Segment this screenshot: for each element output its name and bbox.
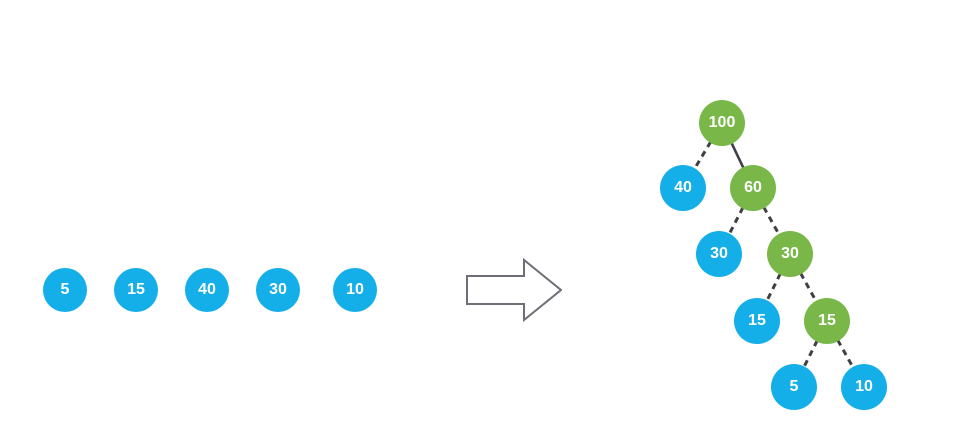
array-node-1: 15 <box>114 268 158 312</box>
tree-node-label: 5 <box>789 378 799 395</box>
tree-node-n40: 40 <box>660 165 706 211</box>
array-node-label: 10 <box>346 281 364 298</box>
array-node-label: 5 <box>60 281 70 298</box>
tree-node-n5: 5 <box>771 364 817 410</box>
array-node-4: 10 <box>333 268 377 312</box>
tree-node-n30b: 30 <box>696 231 742 277</box>
tree-node-n15g: 15 <box>804 298 850 344</box>
tree-node-label: 15 <box>818 312 836 329</box>
array-node-label: 30 <box>269 281 287 298</box>
tree-node-label: 100 <box>708 114 736 131</box>
array-node-2: 40 <box>185 268 229 312</box>
tree-node-label: 30 <box>710 245 728 262</box>
tree-node-label: 15 <box>748 312 766 329</box>
array-node-0: 5 <box>43 268 87 312</box>
array-node-label: 15 <box>127 281 145 298</box>
tree-node-n10: 10 <box>841 364 887 410</box>
array-node-label: 40 <box>198 281 216 298</box>
arrow-right-icon <box>466 258 562 322</box>
tree-node-label: 30 <box>781 245 799 262</box>
tree-node-label: 40 <box>674 179 692 196</box>
tree-node-label: 60 <box>744 179 762 196</box>
tree-node-n100: 100 <box>699 100 745 146</box>
tree-node-label: 10 <box>855 378 873 395</box>
tree-node-n60: 60 <box>730 165 776 211</box>
tree-node-n30g: 30 <box>767 231 813 277</box>
tree-node-n15b: 15 <box>734 298 780 344</box>
transform-arrow <box>466 258 562 322</box>
array-node-3: 30 <box>256 268 300 312</box>
